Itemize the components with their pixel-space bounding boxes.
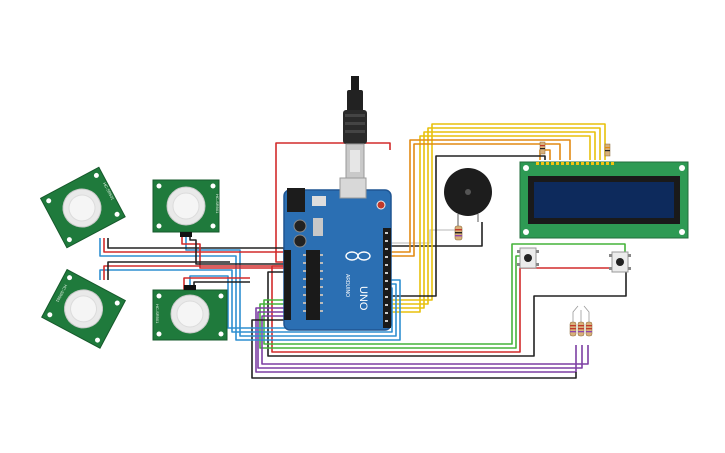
led-resistor-1 xyxy=(569,321,577,337)
wire-red-power xyxy=(275,142,391,263)
led-resistor-2 xyxy=(577,321,585,337)
lcd-display xyxy=(519,161,689,239)
pir-sensor-3: HC-SR501 xyxy=(41,268,127,349)
board-brand-text: ARDUINO xyxy=(344,274,350,297)
arduino-logo-icon xyxy=(345,251,371,261)
lcd-resistor-1 xyxy=(539,141,546,155)
wire-black-pir-4 xyxy=(193,281,250,290)
wire-green-1 xyxy=(263,243,626,345)
pir-label-4: HC-SR501 xyxy=(155,304,160,324)
wire-black-pir-3 xyxy=(107,261,230,280)
wire-yellow-1 xyxy=(385,123,606,301)
buzzer-icon xyxy=(444,168,492,232)
wire-purple-1 xyxy=(255,307,577,373)
wire-black-bottom xyxy=(267,271,627,357)
wire-orange-2 xyxy=(385,143,561,257)
wire-white-buzzer xyxy=(382,229,460,244)
usb-cable-icon xyxy=(343,76,367,181)
lcd-header-pins xyxy=(536,162,614,165)
led-resistor-3 xyxy=(585,321,593,337)
led-icon xyxy=(569,305,593,337)
resistor-icon xyxy=(454,225,463,241)
lcd-resistor-2 xyxy=(604,143,611,157)
wire-blue-2 xyxy=(185,232,397,337)
wire-blue-1 xyxy=(99,238,401,341)
wire-yellow-4 xyxy=(385,135,591,313)
pir-sensor-4: HC-SR501 xyxy=(152,285,228,341)
wire-yellow-2 xyxy=(385,127,601,305)
wire-red-pir-3 xyxy=(103,265,288,280)
pushbutton-icon xyxy=(517,247,539,269)
wire-green-2 xyxy=(259,255,528,349)
wire-yellow-3 xyxy=(385,131,596,309)
arduino-uno-board: UNO ARDUINO xyxy=(283,177,392,331)
pir-sensor-2: HC-SR501 xyxy=(152,179,220,237)
wire-blue-3 xyxy=(99,269,393,333)
pushbutton-2 xyxy=(609,251,631,273)
wire-purple-3 xyxy=(261,315,589,365)
wire-black-leds xyxy=(251,319,577,379)
pir-label-2: HC-SR501 xyxy=(215,194,220,214)
board-logo-text: UNO xyxy=(357,286,369,311)
wire-orange-1 xyxy=(385,139,571,253)
wire-black-lcd xyxy=(385,155,546,297)
wire-purple-2 xyxy=(257,311,583,369)
wire-black-buzzer xyxy=(382,222,483,247)
pir-sensor-1: HC-SR501 xyxy=(39,166,126,249)
wire-red-pir-2 xyxy=(181,232,288,269)
wire-black-pir-2 xyxy=(189,232,288,265)
